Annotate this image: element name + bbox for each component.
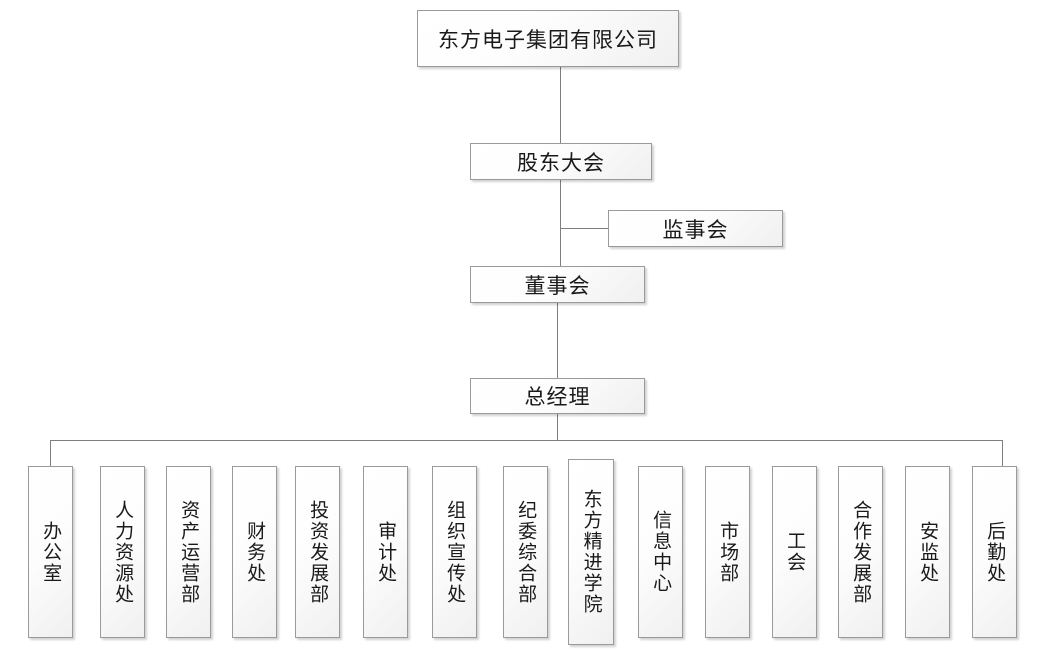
node-label: 人力资源处	[112, 499, 134, 605]
node-department-safety-supervision[interactable]: 安监处	[905, 466, 950, 638]
node-shareholders-meeting[interactable]: 股东大会	[470, 143, 652, 180]
node-label: 办公室	[40, 520, 62, 584]
connector-bus-to-first-department	[50, 440, 51, 466]
node-label: 纪委综合部	[515, 499, 537, 605]
node-label: 审计处	[375, 520, 397, 584]
connector-supervisors-branch	[560, 228, 609, 229]
node-department-human-resources[interactable]: 人力资源处	[100, 466, 145, 638]
node-label: 东方电子集团有限公司	[438, 27, 658, 52]
connector-board-to-gm	[557, 303, 558, 378]
node-department-cooperation-development[interactable]: 合作发展部	[838, 466, 883, 638]
node-label: 投资发展部	[307, 499, 329, 605]
node-label: 市场部	[717, 520, 739, 584]
node-department-labor-union[interactable]: 工会	[772, 466, 817, 638]
node-label: 工会	[784, 531, 806, 573]
node-label: 股东大会	[517, 150, 605, 175]
connector-department-bus	[50, 440, 1003, 441]
connector-shareholders-to-board	[560, 180, 561, 266]
node-general-manager[interactable]: 总经理	[470, 378, 645, 414]
node-department-investment-development[interactable]: 投资发展部	[295, 466, 340, 638]
node-department-dongfang-academy[interactable]: 东方精进学院	[568, 459, 614, 645]
node-department-audit[interactable]: 审计处	[363, 466, 408, 638]
node-department-information-center[interactable]: 信息中心	[638, 466, 683, 638]
node-label: 财务处	[244, 520, 266, 584]
node-label: 组织宣传处	[444, 499, 466, 605]
node-department-office[interactable]: 办公室	[28, 466, 73, 638]
node-board-of-supervisors[interactable]: 监事会	[608, 210, 783, 247]
connector-gm-to-bus	[557, 413, 558, 440]
node-label: 安监处	[917, 520, 939, 584]
node-label: 东方精进学院	[580, 489, 602, 615]
node-label: 信息中心	[650, 510, 672, 594]
node-department-discipline-inspection[interactable]: 纪委综合部	[503, 466, 548, 638]
node-label: 总经理	[524, 385, 591, 409]
node-department-finance[interactable]: 财务处	[232, 466, 277, 638]
node-company-root[interactable]: 东方电子集团有限公司	[417, 10, 679, 67]
node-label: 后勤处	[984, 520, 1006, 584]
node-label: 监事会	[662, 217, 729, 242]
node-department-marketing[interactable]: 市场部	[705, 466, 750, 638]
node-department-logistics[interactable]: 后勤处	[972, 466, 1017, 638]
connector-root-to-shareholders	[560, 67, 561, 143]
node-label: 资产运营部	[178, 499, 200, 605]
node-label: 合作发展部	[850, 499, 872, 605]
node-department-asset-operations[interactable]: 资产运营部	[166, 466, 211, 638]
node-label: 董事会	[524, 273, 591, 298]
node-department-organization-publicity[interactable]: 组织宣传处	[432, 466, 477, 638]
connector-bus-to-last-department	[1002, 440, 1003, 466]
node-board-of-directors[interactable]: 董事会	[470, 266, 645, 303]
